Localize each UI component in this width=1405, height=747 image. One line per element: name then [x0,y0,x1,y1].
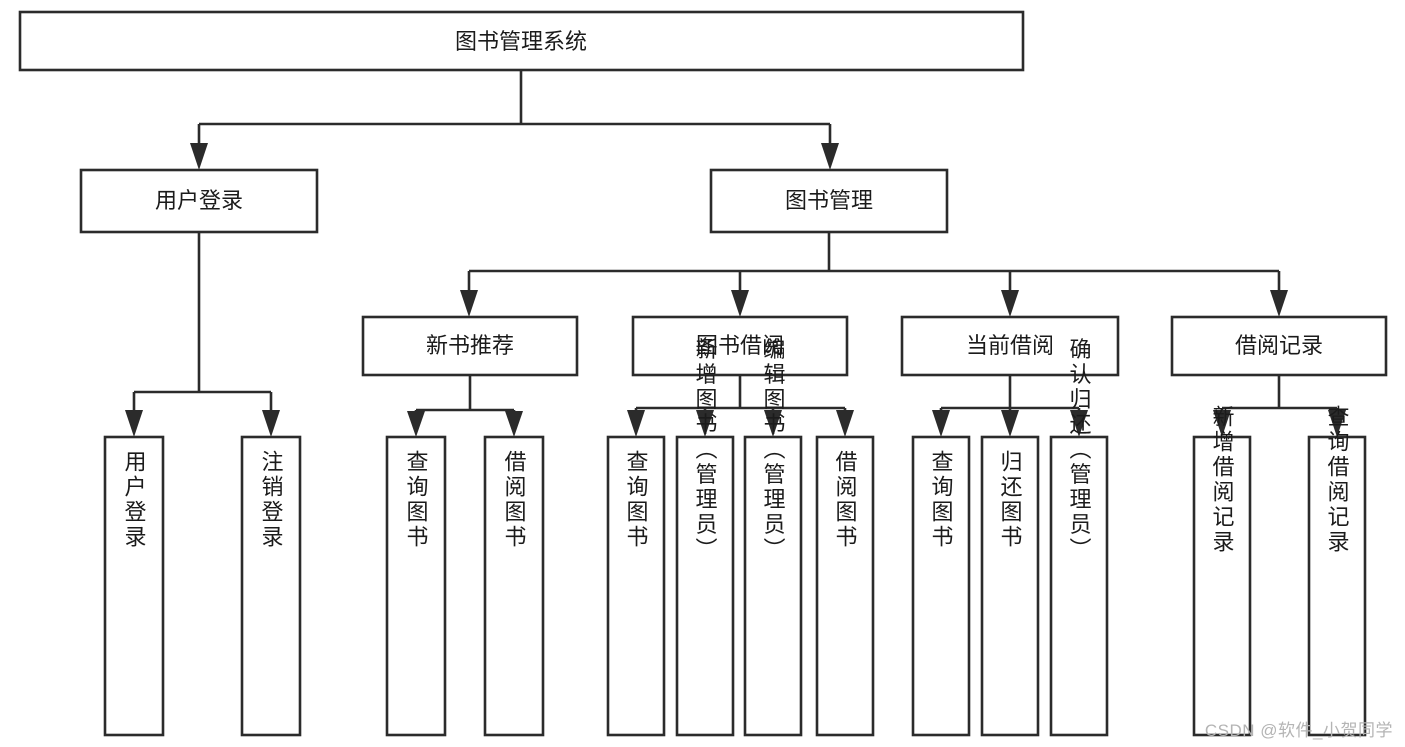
node-borrow-record-box[interactable] [1170,315,1388,377]
connector-new-book-recommend-to-leaves [407,375,523,437]
watermark-text: CSDN @软件_小贺同学 [1204,721,1393,740]
arrow-head-icon [125,410,143,437]
node-current-borrow-label: 当前借阅 [966,333,1054,358]
leaf-current-query-label: 查询图书 [929,450,954,550]
arrow-head-icon [764,410,782,437]
arrow-head-icon [1270,290,1288,317]
leaf-new-book-borrow[interactable]: 借阅图书 [483,435,545,737]
leaf-user-login-logout-box[interactable] [240,435,302,737]
leaf-new-book-borrow-label: 借阅图书 [502,450,527,550]
arrow-head-icon [1001,410,1019,437]
connector-book-borrow-to-leaves [627,375,854,437]
arrow-head-icon [1328,410,1346,437]
leaf-user-login-login-box[interactable] [103,435,165,737]
leaf-borrow-add-book[interactable]: 新增图书（管理员） [675,338,735,737]
leaf-borrow-query-box[interactable] [606,435,666,737]
node-new-book-recommend[interactable]: 新书推荐 [361,315,579,377]
leaf-new-book-borrow-box[interactable] [483,435,545,737]
leaf-new-book-query[interactable]: 查询图书 [385,435,447,737]
arrow-head-icon [1001,290,1019,317]
leaf-borrow-add-book-label: 新增图书（管理员） [693,338,718,563]
leaf-record-add-box[interactable] [1192,435,1252,737]
node-user-login[interactable]: 用户登录 [79,168,319,234]
leaf-current-confirm-return-label: 确认归还（管理员） [1067,338,1092,563]
leaf-borrow-borrow-book-label: 借阅图书 [833,450,858,550]
node-root[interactable]: 图书管理系统 [18,10,1025,72]
leaf-current-confirm-return[interactable]: 确认归还（管理员） [1049,338,1109,737]
leaf-borrow-add-book-box[interactable] [675,435,735,737]
connector-book-management-to-level3 [460,232,1288,317]
arrow-head-icon [1070,410,1088,437]
node-user-login-label: 用户登录 [155,188,243,213]
connector-borrow-record-to-leaves [1213,375,1346,437]
node-root-label: 图书管理系统 [455,29,587,54]
arrow-head-icon [627,410,645,437]
leaf-current-return[interactable]: 归还图书 [980,435,1040,737]
leaf-borrow-borrow-book[interactable]: 借阅图书 [815,435,875,737]
leaf-user-login-logout-label: 注销登录 [259,450,284,550]
leaf-current-query-box[interactable] [911,435,971,737]
leaf-borrow-query[interactable]: 查询图书 [606,435,666,737]
node-borrow-record-label: 借阅记录 [1235,333,1323,358]
leaf-current-return-box[interactable] [980,435,1040,737]
arrow-head-icon [731,290,749,317]
leaf-current-query[interactable]: 查询图书 [911,435,971,737]
arrow-head-icon [190,143,208,170]
leaf-record-query[interactable]: 查询借阅记录 [1307,405,1367,737]
leaf-borrow-edit-book-box[interactable] [743,435,803,737]
node-book-management-label: 图书管理 [785,188,873,213]
arrow-head-icon [1213,410,1231,437]
leaf-new-book-query-box[interactable] [385,435,447,737]
leaf-current-confirm-return-box[interactable] [1049,435,1109,737]
node-new-book-recommend-label: 新书推荐 [426,333,514,358]
connector-user-login-to-leaves [125,232,280,437]
arrow-head-icon [932,410,950,437]
arrow-head-icon [262,410,280,437]
leaf-borrow-borrow-book-box[interactable] [815,435,875,737]
arrow-head-icon [836,410,854,437]
node-book-management[interactable]: 图书管理 [709,168,949,234]
node-book-borrow-label: 图书借阅 [696,333,784,358]
leaf-user-login-login-label: 用户登录 [122,450,147,550]
node-user-login-box[interactable] [79,168,319,234]
leaf-record-add-label: 新增借阅记录 [1210,405,1235,555]
leaf-user-login-logout[interactable]: 注销登录 [240,435,302,737]
arrow-head-icon [696,410,714,437]
node-borrow-record[interactable]: 借阅记录 [1170,315,1388,377]
leaf-record-add[interactable]: 新增借阅记录 [1192,405,1252,737]
arrow-head-icon [821,143,839,170]
arrow-head-icon [460,290,478,317]
leaf-record-query-label: 查询借阅记录 [1325,405,1350,555]
leaf-new-book-query-label: 查询图书 [404,450,429,550]
node-root-box[interactable] [18,10,1025,72]
arrow-head-icon [505,411,523,437]
connector-current-borrow-to-leaves [932,375,1088,437]
leaf-borrow-edit-book-label: 编辑图书（管理员） [761,338,786,563]
connector-root-to-level2 [190,70,839,170]
leaf-current-return-label: 归还图书 [998,450,1023,550]
leaf-borrow-edit-book[interactable]: 编辑图书（管理员） [743,338,803,737]
arrow-head-icon [407,411,425,437]
leaf-record-query-box[interactable] [1307,435,1367,737]
leaf-borrow-query-label: 查询图书 [624,450,649,550]
node-book-borrow[interactable]: 图书借阅 [631,315,849,377]
leaf-user-login-login[interactable]: 用户登录 [103,435,165,737]
node-new-book-recommend-box[interactable] [361,315,579,377]
